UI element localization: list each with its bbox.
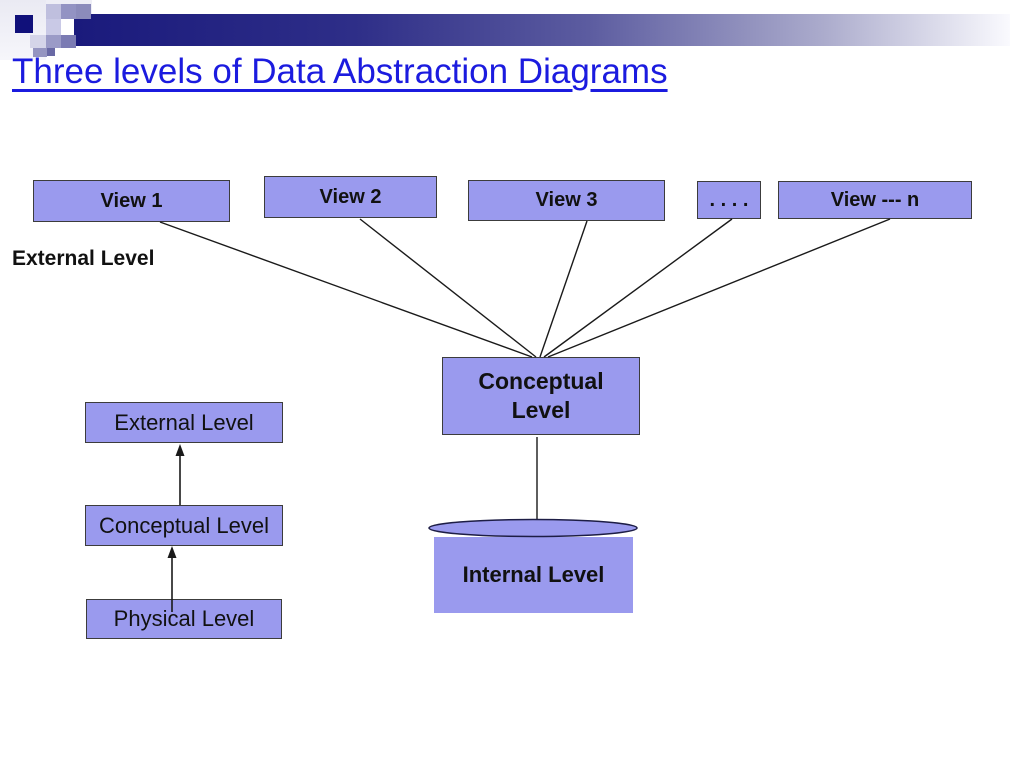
stack-physical-level-box: Physical Level [86,599,282,639]
deco-square [61,4,76,19]
internal-level-ellipse [428,518,638,538]
deco-gradient-bar [74,14,1010,46]
stack-external-level-box: External Level [85,402,283,443]
views-ellipsis-box: . . . . [697,181,761,219]
view1-box: View 1 [33,180,230,222]
view-n-box: View --- n [778,181,972,219]
deco-square [46,35,61,48]
external-level-caption: External Level [12,247,155,270]
slide-title-link[interactable]: Three levels of Data Abstraction Diagram… [12,52,668,91]
deco-square [46,4,61,19]
deco-square [30,35,46,48]
stack-conceptual-level-box: Conceptual Level [85,505,283,546]
deco-square [33,48,47,57]
internal-level-box: Internal Level [434,537,633,613]
conceptual-level-box: Conceptual Level [442,357,640,435]
deco-square [47,48,55,56]
view2-box: View 2 [264,176,437,218]
view3-box: View 3 [468,180,665,221]
deco-square-dark [15,15,33,33]
deco-square [61,35,76,48]
deco-square [76,4,91,19]
deco-square [46,19,61,35]
